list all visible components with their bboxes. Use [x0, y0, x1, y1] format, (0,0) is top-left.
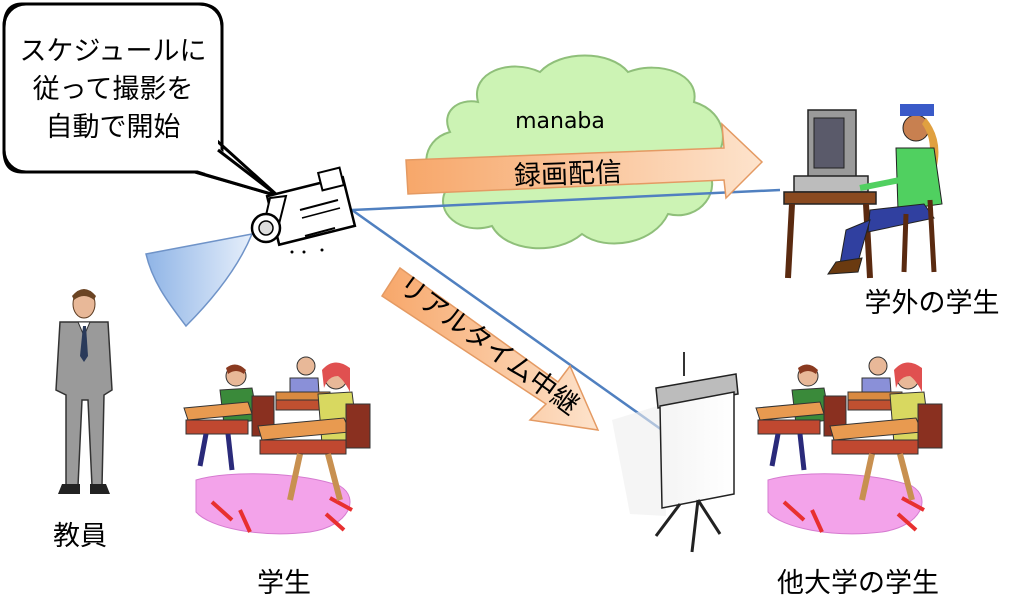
callout-bubble: スケジュールに 従って撮影を 自動で開始 [2, 2, 280, 198]
other-university-students [755, 356, 943, 535]
callout-line-2: 従って撮影を [33, 74, 194, 105]
line-to-external [351, 188, 781, 212]
camera-view-cone [145, 233, 254, 328]
other-university-students-label: 他大学の学生 [777, 568, 939, 599]
live-arrow-label: リアルタイム中継 [392, 270, 584, 422]
cloud-label: manaba [515, 109, 605, 134]
external-student-figure [783, 104, 943, 279]
recording-arrow-label: 録画配信 [513, 157, 622, 192]
callout-line-1: スケジュールに [19, 36, 206, 67]
line-to-other-university [351, 208, 663, 432]
external-students-label: 学外の学生 [865, 288, 1000, 319]
teacher-figure [55, 289, 113, 494]
classroom-students-left [183, 356, 371, 535]
teacher-label: 教員 [53, 521, 107, 552]
projector-screen-icon [612, 352, 739, 553]
live-arrow: リアルタイム中継 [380, 266, 600, 431]
students-label: 学生 [257, 568, 311, 599]
callout-line-3: 自動で開始 [46, 112, 181, 143]
video-camera-icon [250, 166, 357, 254]
recording-arrow: 録画配信 [405, 122, 764, 200]
